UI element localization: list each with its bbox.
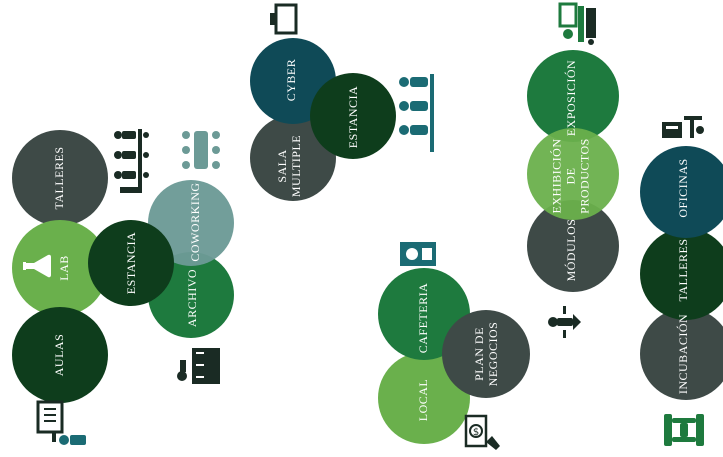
label-talleres-1: TALLERES — [52, 146, 67, 210]
bubble-plan-de-negocios — [442, 310, 530, 398]
label-exhibicion: EXHIBICIÓN DE PRODUCTOS — [549, 138, 591, 214]
people-flow-icon — [548, 306, 581, 338]
label-coworking: COWORKING — [188, 182, 203, 262]
handshake-icon — [664, 414, 704, 446]
label-lab: LAB — [57, 255, 72, 281]
exhibition-stand-icon — [558, 2, 596, 45]
label-estancia-2: ESTANCIA — [346, 85, 361, 149]
label-modulos: MÓDULOS — [564, 218, 579, 282]
label-talleres-2: TALLERES — [676, 238, 691, 302]
bubble-incubacion — [640, 308, 723, 400]
svg-text:$: $ — [473, 427, 479, 438]
bubble-talleres-2 — [640, 228, 723, 320]
label-estancia-1: ESTANCIA — [124, 231, 139, 295]
group-meeting-icon — [114, 129, 149, 193]
label-plan-de-negocios: PLAN DE NEGOCIOS — [472, 321, 500, 387]
label-cyber: CYBER — [284, 58, 299, 102]
coffee-machine-icon — [400, 242, 436, 266]
label-incubacion: INCUBACIÓN — [676, 313, 691, 395]
label-cafeteria: CAFETERIA — [416, 282, 431, 354]
bubble-exposicion — [527, 50, 619, 142]
bubble-talleres — [12, 130, 108, 226]
bubble-estancia-2 — [310, 73, 396, 159]
label-aulas: AULAS — [52, 333, 67, 377]
lab-flask-icon — [23, 254, 52, 278]
presentation-board-icon — [36, 400, 86, 445]
conference-table-icon — [182, 131, 220, 169]
label-exposicion: EXPOSICIÓN — [564, 59, 579, 137]
audience-icon — [399, 74, 434, 152]
label-local: LOCAL — [416, 378, 431, 422]
bubble-oficinas — [640, 146, 723, 238]
office-desk-icon — [662, 116, 704, 138]
label-sala-multiple: SALA MULTIPLE — [275, 134, 303, 198]
monitor-icon — [270, 3, 298, 35]
bubble-aulas — [12, 307, 108, 403]
file-cabinet-icon — [177, 348, 220, 384]
money-hand-icon: $ — [464, 414, 500, 450]
label-archivo: ARCHIVO — [185, 268, 200, 328]
label-oficinas: OFICINAS — [676, 158, 691, 218]
bubble-exhibicion — [527, 128, 619, 220]
bubble-estancia-1 — [88, 220, 174, 306]
